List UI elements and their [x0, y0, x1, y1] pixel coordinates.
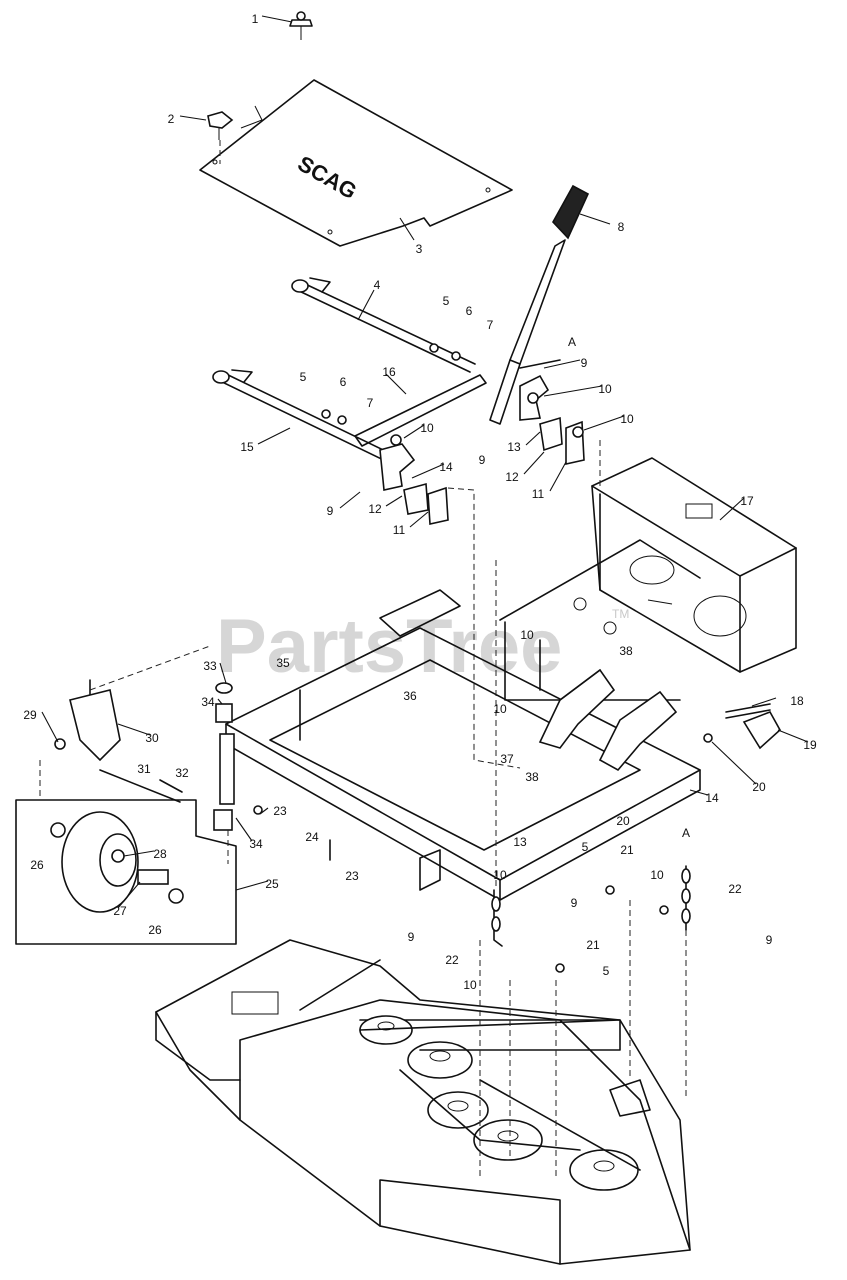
part-37-38-height-plates	[538, 668, 678, 772]
callout-c31: 31	[137, 762, 151, 776]
callout-c7b: 7	[367, 396, 374, 410]
callout-c11b: 11	[393, 523, 406, 537]
callout-c10h: 10	[463, 978, 477, 992]
callout-c10b: 10	[420, 421, 434, 435]
leader-lines	[41, 15, 809, 909]
callout-c6b: 6	[340, 375, 347, 389]
callout-c21b: 21	[586, 938, 600, 952]
callout-c26b: 26	[148, 923, 162, 937]
callout-c9e: 9	[408, 930, 415, 944]
callout-cAb: A	[682, 826, 690, 840]
callout-c34b: 34	[249, 837, 263, 851]
callout-c8: 8	[618, 220, 625, 234]
part-15-lift-rod	[212, 369, 405, 469]
callout-c10d: 10	[520, 628, 534, 642]
callout-c9c: 9	[327, 504, 334, 518]
callout-c36: 36	[403, 689, 417, 703]
callout-c24: 24	[305, 830, 319, 844]
callout-c16: 16	[382, 365, 396, 379]
assembly-reference-lines	[39, 140, 687, 1180]
callout-c2: 2	[168, 112, 175, 126]
callout-c23a: 23	[273, 804, 287, 818]
caster-arm-assembly	[54, 679, 331, 861]
callout-c10f: 10	[493, 868, 507, 882]
bracket-assembly-right	[519, 359, 585, 465]
callout-c6a: 6	[466, 304, 473, 318]
callout-c27: 27	[113, 904, 127, 918]
callout-c13a: 13	[507, 440, 521, 454]
callout-c5b: 5	[300, 370, 307, 384]
callout-c29: 29	[23, 708, 37, 722]
part-1-knob	[289, 11, 313, 40]
callout-c5a: 5	[443, 294, 450, 308]
callout-c10a: 10	[598, 382, 612, 396]
callout-c37: 37	[500, 752, 514, 766]
callout-c18: 18	[790, 694, 804, 708]
callout-c1: 1	[252, 12, 259, 26]
mower-deck	[155, 939, 691, 1265]
hardware-links	[419, 849, 691, 973]
callout-c14a: 14	[439, 460, 453, 474]
callout-c7a: 7	[487, 318, 494, 332]
callout-c19: 19	[803, 738, 817, 752]
callout-c20a: 20	[752, 780, 766, 794]
callout-c15: 15	[240, 440, 254, 454]
part-25-wheel-inset	[15, 799, 237, 945]
callout-c9b: 9	[479, 453, 486, 467]
callout-c9f: 9	[766, 933, 773, 947]
callout-c34a: 34	[201, 695, 215, 709]
callout-c21a: 21	[620, 843, 634, 857]
callout-c26a: 26	[30, 858, 44, 872]
callout-c28: 28	[153, 847, 167, 861]
callout-c14b: 14	[705, 791, 719, 805]
callout-c33: 33	[203, 659, 217, 673]
callout-c9a: 9	[581, 356, 588, 370]
part-8-handle-lever	[489, 184, 590, 425]
callout-c35: 35	[276, 656, 290, 670]
callout-c22b: 22	[445, 953, 459, 967]
callout-c11a: 11	[532, 487, 545, 501]
callout-c9d: 9	[571, 896, 578, 910]
part-16-link-arm	[354, 374, 487, 447]
callout-c13b: 13	[513, 835, 527, 849]
callout-c3: 3	[416, 242, 423, 256]
callout-c12a: 12	[505, 470, 519, 484]
callout-c30: 30	[145, 731, 159, 745]
callout-c17: 17	[740, 494, 754, 508]
callout-c10e: 10	[493, 702, 507, 716]
callout-c10c: 10	[620, 412, 634, 426]
callout-c32: 32	[175, 766, 189, 780]
callout-c12b: 12	[368, 502, 382, 516]
callout-c10g: 10	[650, 868, 664, 882]
callout-c4: 4	[374, 278, 381, 292]
part-2-clip	[207, 111, 234, 140]
callout-cAa: A	[568, 335, 576, 349]
callout-c5d: 5	[603, 964, 610, 978]
scag-logo: SCAG	[294, 151, 362, 204]
callout-c23b: 23	[345, 869, 359, 883]
callout-c38b: 38	[525, 770, 539, 784]
bracket-assembly-left	[321, 343, 461, 525]
callout-c5c: 5	[582, 840, 589, 854]
watermark-trademark: TM	[612, 607, 629, 621]
part-4-lift-rod	[291, 277, 476, 373]
callout-c25: 25	[265, 877, 279, 891]
callout-c20b: 20	[616, 814, 630, 828]
part-18-19-20-side-pin	[703, 703, 782, 750]
part-3-floor-plate: SCAG	[199, 79, 513, 247]
watermark-text: PartsTree	[216, 604, 562, 689]
callout-c22a: 22	[728, 882, 742, 896]
callout-c38a: 38	[619, 644, 633, 658]
